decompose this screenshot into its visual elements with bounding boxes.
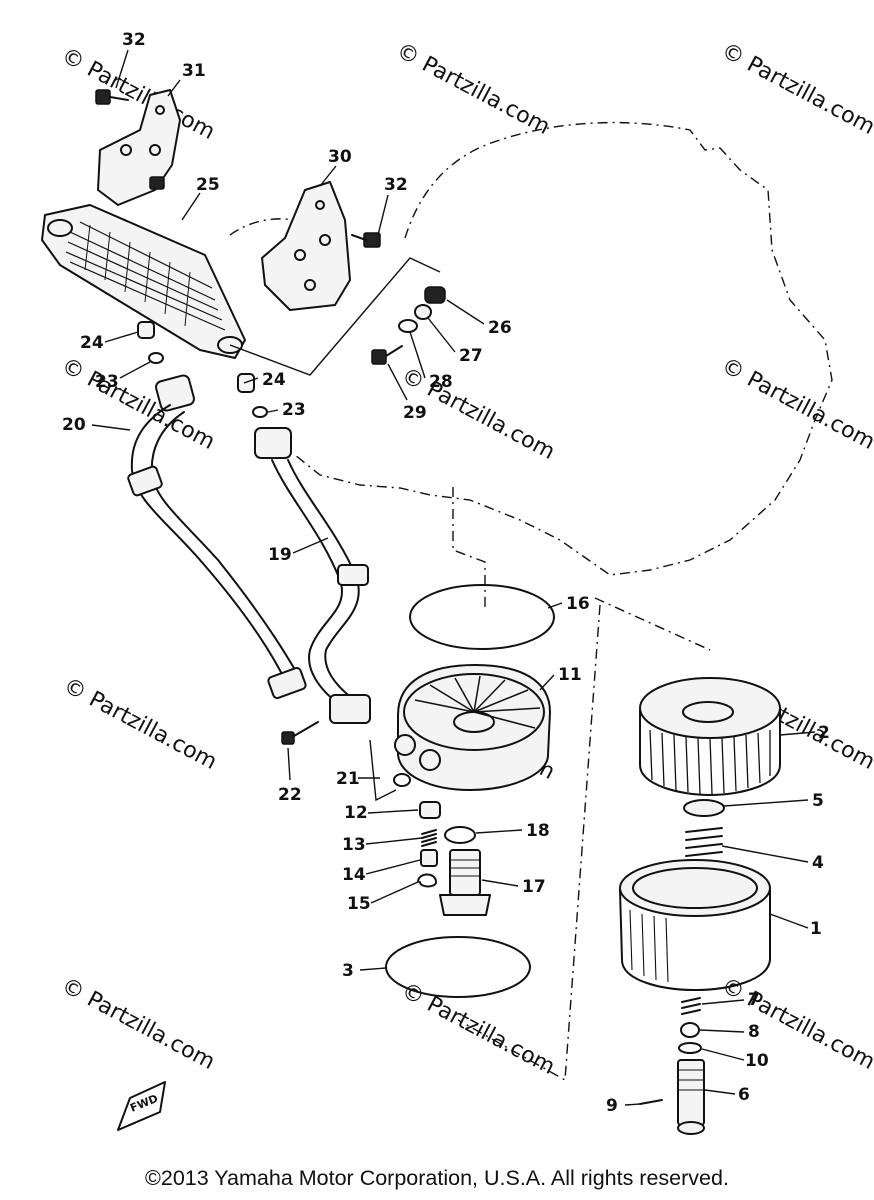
callout-label: 6 <box>738 1085 750 1105</box>
o-ring-21 <box>393 773 411 787</box>
collar-27 <box>414 304 432 320</box>
bolt-22 <box>281 721 319 745</box>
fwd-label: FWD <box>128 1092 160 1115</box>
frame-line <box>229 257 441 376</box>
callout-label: 16 <box>566 594 590 614</box>
o-ring-23 <box>148 352 164 364</box>
watermark-layer: © Partzilla.com © Partzilla.com © Partzi… <box>57 38 874 1080</box>
clip-15 <box>417 873 437 888</box>
oil-cooler-25 <box>41 204 246 359</box>
o-ring-23 <box>252 406 268 418</box>
callout-label: 3 <box>342 961 354 981</box>
union-bolt-24 <box>137 321 155 339</box>
washer-28 <box>398 319 418 333</box>
callout-label: 19 <box>268 545 292 565</box>
bolt-29 <box>371 345 403 365</box>
oil-hose-20 <box>127 374 307 700</box>
callout-label: 1 <box>810 919 822 939</box>
bolt-32 <box>95 89 129 105</box>
callout-label: 18 <box>526 821 550 841</box>
assembly-line <box>594 597 711 651</box>
callout-label: 25 <box>196 175 220 195</box>
center-bolt-17 <box>439 849 491 916</box>
o-ring-10 <box>678 1042 702 1054</box>
o-ring-8 <box>680 1022 700 1038</box>
filter-element-2 <box>639 677 781 796</box>
oil-hose-19 <box>254 427 371 724</box>
watermark-text: © Partzilla.com <box>57 973 219 1075</box>
callout-label: 12 <box>344 803 368 823</box>
spring-4 <box>685 827 723 857</box>
o-ring-18 <box>444 826 476 844</box>
callout-label: 23 <box>282 400 306 420</box>
o-ring-3 <box>385 936 531 998</box>
watermark-text: © Partzilla.com <box>717 38 874 140</box>
callout-label: 28 <box>429 372 453 392</box>
watermark-text: © Partzilla.com <box>57 43 219 145</box>
pin-9 <box>639 1099 663 1105</box>
callout-label: 22 <box>278 785 302 805</box>
callout-label: 10 <box>745 1051 769 1071</box>
watermark-partzilla: © Partzilla.com <box>59 673 221 775</box>
o-ring-16 <box>409 584 555 650</box>
plug-12 <box>419 801 441 819</box>
callout-label: 9 <box>606 1096 618 1116</box>
callout-label: 17 <box>522 877 546 897</box>
fwd-arrow-icon: FWD <box>117 1081 166 1131</box>
callout-label: 23 <box>95 372 119 392</box>
callout-label: 11 <box>558 665 582 685</box>
filter-cover-1 <box>619 859 771 991</box>
damper-26 <box>424 286 446 304</box>
bracket-31 <box>97 89 181 206</box>
callout-labels: 32 31 25 30 32 26 27 28 29 24 23 24 23 2… <box>62 30 830 1116</box>
callout-label: 26 <box>488 318 512 338</box>
callout-label: 31 <box>182 61 206 81</box>
filter-housing-11 <box>394 664 551 791</box>
valve-14 <box>420 849 438 867</box>
callout-label: 21 <box>336 769 360 789</box>
assembly-line <box>457 604 601 1082</box>
callout-label: 24 <box>80 333 104 353</box>
callout-label: 4 <box>812 853 824 873</box>
callout-label: 24 <box>262 370 286 390</box>
bolt-32 <box>351 232 381 248</box>
assembly-line <box>452 487 486 610</box>
union-bolt-6 <box>677 1059 705 1135</box>
copyright-footer: ©2013 Yamaha Motor Corporation, U.S.A. A… <box>145 1166 729 1190</box>
callout-label: 29 <box>403 403 427 423</box>
leader-lines <box>91 49 816 1106</box>
callout-label: 20 <box>62 415 86 435</box>
callout-label: 30 <box>328 147 352 167</box>
callout-label: 13 <box>342 835 366 855</box>
callout-label: 32 <box>384 175 408 195</box>
callout-label: 14 <box>342 865 366 885</box>
engine-case-outline <box>294 121 833 576</box>
watermark-text: © Partzilla.com <box>392 38 554 140</box>
callout-label: 2 <box>818 723 830 743</box>
watermark-text: © Partzilla.com <box>717 353 874 455</box>
callout-label: 5 <box>812 791 824 811</box>
spring-7 <box>681 997 701 1015</box>
callout-label: 32 <box>122 30 146 50</box>
washer-5 <box>683 799 725 817</box>
callout-label: 27 <box>459 346 483 366</box>
callout-label: 15 <box>347 894 371 914</box>
callout-label: 8 <box>748 1022 760 1042</box>
spring-13 <box>421 829 437 847</box>
callout-label: 7 <box>748 990 760 1010</box>
bracket-30 <box>261 181 351 311</box>
